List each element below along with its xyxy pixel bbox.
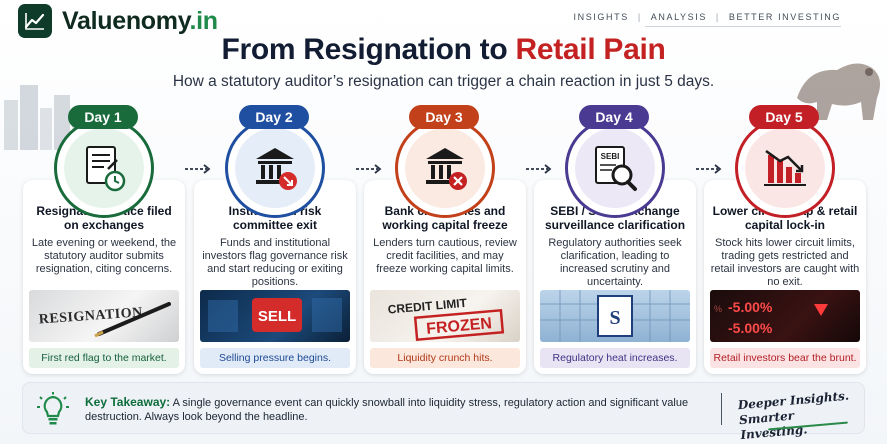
page-subtitle: How a statutory auditor’s resignation ca…	[172, 73, 715, 90]
day-5-badge: Day 5	[749, 105, 819, 129]
day-3-note: Liquidity crunch hits.	[370, 348, 520, 368]
arrow-right-icon	[185, 164, 211, 174]
resignation-photo: RESIGNATION	[29, 290, 179, 342]
day-1-icon-ring	[54, 118, 154, 218]
key-takeaway-label: Key Takeaway:	[85, 395, 171, 409]
day-1-description: Late evening or weekend, the statutory a…	[31, 237, 177, 275]
frozen-image-text: FROZEN	[426, 315, 493, 338]
page-title: From Resignation to Retail Pain	[0, 33, 887, 67]
svg-text:S: S	[609, 307, 620, 329]
brand-tld: .in	[189, 6, 218, 35]
day-4-description: Regulatory authorities seek clarificatio…	[548, 237, 682, 288]
day-2-icon-ring	[225, 118, 325, 218]
brand-logo[interactable]: Valuenomy.in	[18, 4, 218, 38]
nav-separator: |	[637, 12, 642, 22]
lower-circuit-screen-photo: -5.00% -5.00% %	[710, 290, 860, 342]
day-2-badge: Day 2	[239, 105, 309, 129]
day-4-badge: Day 4	[579, 105, 649, 129]
day-2-description: Funds and institutional investors flag g…	[202, 237, 348, 288]
nav-analysis[interactable]: ANALYSIS	[650, 12, 707, 22]
resignation-image-text: RESIGNATION	[38, 305, 143, 327]
day-2-note: Selling pressure begins.	[200, 348, 350, 368]
day-3-description: Lenders turn cautious, review credit fac…	[373, 237, 517, 275]
arrow-right-icon	[526, 164, 552, 174]
day-1-note: First red flag to the market.	[29, 348, 179, 368]
day-5-icon-ring	[735, 118, 835, 218]
title-part-2: Retail Pain	[515, 33, 666, 66]
lightbulb-icon	[37, 392, 69, 425]
sell-image-text: SELL	[258, 308, 296, 325]
bear-icon	[797, 63, 881, 120]
credit-frozen-photo: CREDIT LIMIT FROZEN	[370, 290, 520, 342]
arrow-right-icon	[356, 164, 382, 174]
chart-down-icon	[745, 128, 825, 208]
minus-five-percent-text-2: -5.00%	[728, 320, 773, 336]
document-clock-icon	[64, 128, 144, 208]
sell-button-photo: SELL	[200, 290, 350, 342]
nav-underline	[645, 26, 841, 27]
brand-slogan: Deeper Insights. Smarter Investing.	[737, 388, 860, 443]
minus-five-percent-text-1: -5.00%	[728, 299, 773, 315]
day-5-note: Retail investors bear the brunt.	[710, 348, 860, 368]
day-4-icon-ring: SEBI	[565, 118, 665, 218]
key-takeaway-body: A single governance event can quickly sn…	[85, 397, 689, 423]
day-3-badge: Day 3	[409, 105, 479, 129]
sebi-building-photo: S	[540, 290, 690, 342]
sebi-magnifier-icon: SEBI	[575, 128, 655, 208]
day-card-4: SEBI / Stock exchange surveillance clari…	[534, 180, 696, 374]
title-part-1: From Resignation to	[221, 33, 508, 66]
sebi-icon-text: SEBI	[601, 152, 620, 161]
credit-limit-image-text: CREDIT LIMIT	[387, 296, 468, 317]
nav-better-investing[interactable]: BETTER INVESTING	[728, 12, 841, 22]
chart-line-icon	[18, 4, 52, 38]
nav-separator: |	[715, 12, 720, 22]
day-card-1: Resignation notice filed on exchanges La…	[23, 180, 185, 374]
day-1-badge: Day 1	[68, 105, 138, 129]
brand-name: Valuenomy.in	[62, 7, 218, 36]
nav-insights[interactable]: INSIGHTS	[573, 12, 629, 22]
footer-divider	[721, 393, 722, 425]
top-navigation: INSIGHTS | ANALYSIS | BETTER INVESTING	[574, 12, 842, 22]
day-4-note: Regulatory heat increases.	[540, 348, 690, 368]
svg-text:%: %	[714, 304, 722, 314]
key-takeaway-banner: Key Takeaway: A single governance event …	[22, 382, 865, 442]
brand-name-text: Valuenomy	[62, 6, 190, 35]
day-3-icon-ring	[395, 118, 495, 218]
key-takeaway-text: Key Takeaway: A single governance event …	[85, 395, 715, 424]
bank-cancel-icon	[405, 128, 485, 208]
day-5-description: Stock hits lower circuit limits, trading…	[710, 237, 860, 288]
bank-down-arrow-icon	[235, 128, 315, 208]
arrow-right-icon	[696, 164, 722, 174]
